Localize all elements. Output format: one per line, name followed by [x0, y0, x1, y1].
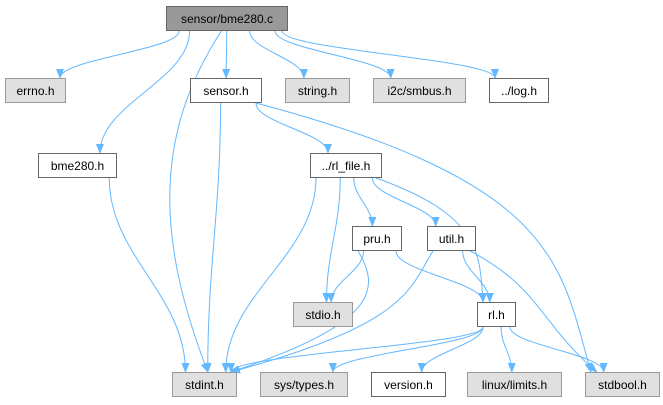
node-rl-file-h[interactable]: ../rl_file.h: [310, 153, 382, 178]
edge-rl-to-limits: [500, 326, 516, 373]
edge-sensor-to-stdint: [203, 102, 222, 373]
edge-rl-to-stdbool: [509, 326, 608, 373]
node-errno-h[interactable]: errno.h: [5, 78, 66, 103]
edge-root-to-sensor: [222, 30, 231, 79]
node-util-h[interactable]: util.h: [427, 226, 476, 251]
edge-util-to-stdint: [230, 250, 434, 374]
node-rl-h[interactable]: rl.h: [477, 302, 516, 327]
node-string-h[interactable]: string.h: [285, 78, 350, 103]
edge-root-to-log: [281, 30, 499, 79]
edge-util-to-stdbool: [469, 250, 598, 373]
node-sys-types-h[interactable]: sys/types.h: [260, 372, 348, 397]
node-stdint-h[interactable]: stdint.h: [172, 372, 237, 397]
edge-root-to-smbus: [274, 30, 395, 79]
node-sensor-bme280-c[interactable]: sensor/bme280.c: [166, 6, 288, 31]
edge-pru-to-stdio: [327, 250, 364, 303]
edge-rlfile-to-util: [371, 177, 440, 227]
node-bme280-h[interactable]: bme280.h: [38, 153, 117, 178]
edge-root-to-stdint: [169, 30, 222, 373]
edge-rl-to-stdint: [227, 326, 484, 373]
edge-pru-to-stdint: [229, 250, 369, 374]
node-stdio-h[interactable]: stdio.h: [293, 302, 353, 327]
node-linux-limits-h[interactable]: linux/limits.h: [467, 372, 562, 397]
node-stdbool-h[interactable]: stdbool.h: [585, 372, 660, 397]
node-version-h[interactable]: version.h: [371, 372, 446, 397]
edge-rlfile-to-stdint: [221, 177, 317, 373]
edge-rl-to-version: [417, 326, 484, 373]
node-log-h[interactable]: ../log.h: [489, 78, 549, 103]
node-i2c-smbus-h[interactable]: i2c/smbus.h: [373, 78, 466, 103]
edge-rlfile-to-stdio: [322, 177, 341, 303]
edge-root-to-errno: [56, 30, 180, 79]
node-pru-h[interactable]: pru.h: [352, 226, 402, 251]
edge-root-to-bme280h: [95, 30, 191, 154]
node-sensor-h[interactable]: sensor.h: [190, 78, 262, 103]
edge-root-to-string: [249, 30, 308, 79]
edge-sensor-to-stdbool: [255, 102, 593, 373]
edge-pru-to-rl: [395, 250, 487, 303]
edge-rl-to-systypes: [328, 326, 484, 373]
edge-bme280h-to-stdint: [108, 177, 190, 373]
edge-util-to-rl: [462, 250, 494, 303]
edge-sensor-to-rlfile: [255, 102, 332, 154]
edge-rlfile-to-pru: [353, 177, 377, 227]
